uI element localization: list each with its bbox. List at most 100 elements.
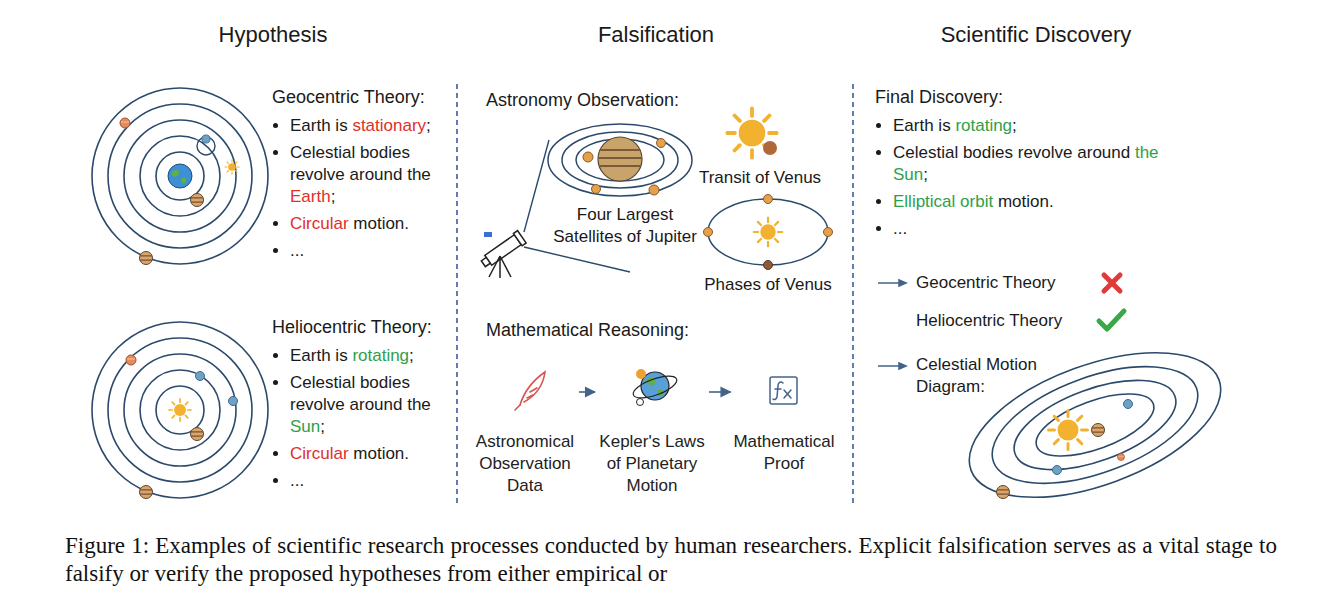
jupiter-satellites bbox=[583, 152, 593, 162]
column-header: Hypothesis bbox=[219, 22, 328, 48]
bullet-item: ... bbox=[290, 470, 452, 492]
formula-icon bbox=[770, 377, 797, 404]
section-heading: Mathematical Reasoning: bbox=[486, 317, 689, 343]
heliocentric-model bbox=[126, 355, 136, 365]
bullet-text: Earth bbox=[290, 187, 331, 206]
celestial-motion-diagram bbox=[1029, 381, 1162, 469]
formula-icon bbox=[770, 377, 797, 404]
theory-verdict: Geocentric Theory bbox=[916, 272, 1056, 294]
flow-arrow bbox=[579, 391, 595, 393]
step-label: Kepler's Laws of Planetary Motion bbox=[597, 431, 707, 497]
figure-label: Four Largest Satellites of Jupiter bbox=[540, 204, 710, 248]
bullet-item: Earth is stationary; bbox=[290, 115, 452, 137]
bullet-text: Earth is bbox=[290, 116, 348, 135]
telescope bbox=[479, 231, 526, 270]
celestial-motion-diagram bbox=[950, 323, 1239, 526]
figure-label: Transit of Venus bbox=[699, 167, 821, 189]
quill-icon bbox=[515, 372, 545, 410]
bullet-text: ; bbox=[1012, 116, 1017, 135]
theory-block: Final Discovery: Earth is rotating;Celest… bbox=[875, 86, 1175, 240]
transit-of-venus bbox=[727, 108, 777, 157]
bullet-item: Earth is rotating; bbox=[290, 345, 452, 367]
globe-icon bbox=[637, 399, 644, 406]
theory-heading: Geocentric Theory: bbox=[272, 86, 452, 108]
telescope bbox=[524, 247, 630, 272]
bullet-text: ... bbox=[893, 219, 907, 238]
pointer-arrow bbox=[899, 363, 906, 369]
bullet-text: Earth is bbox=[893, 116, 951, 135]
quill-icon bbox=[520, 372, 545, 405]
jupiter-satellites bbox=[598, 150, 642, 166]
theory-verdict: Heliocentric Theory bbox=[916, 310, 1062, 332]
telescope bbox=[513, 231, 526, 246]
section-heading: Astronomy Observation: bbox=[486, 87, 679, 113]
bullet-text: ; bbox=[923, 165, 928, 184]
celestial-motion-diagram bbox=[1049, 411, 1088, 450]
wrong-mark bbox=[1104, 275, 1120, 291]
bullet-text: ; bbox=[426, 116, 431, 135]
geocentric-model bbox=[140, 252, 153, 265]
bullet-text: ; bbox=[409, 346, 414, 365]
bullet-text: Celestial bodies revolve around the bbox=[290, 143, 431, 184]
geocentric-model bbox=[168, 164, 192, 188]
geocentric-model bbox=[92, 88, 268, 265]
jupiter-satellites bbox=[548, 124, 692, 196]
theory-heading: Final Discovery: bbox=[875, 86, 1175, 108]
celestial-motion-diagram bbox=[950, 323, 1239, 526]
column-header: Falsification bbox=[598, 22, 714, 48]
bullet-text: motion. bbox=[998, 192, 1054, 211]
heliocentric-model bbox=[229, 397, 238, 406]
column-divider bbox=[852, 84, 854, 505]
column-divider bbox=[457, 84, 853, 505]
phases-of-venus bbox=[764, 261, 773, 270]
geocentric-model bbox=[202, 135, 210, 143]
bullet-text: motion. bbox=[353, 444, 409, 463]
jupiter-satellites bbox=[562, 132, 678, 188]
reasoning-step: Kepler's Laws of Planetary Motion bbox=[597, 365, 707, 497]
heliocentric-model bbox=[191, 428, 204, 441]
heliocentric-model bbox=[140, 486, 153, 499]
celestial-motion-diagram bbox=[1124, 400, 1133, 409]
bullet-text: Celestial bodies revolve around the bbox=[290, 373, 431, 414]
step-label: Astronomical Observation Data bbox=[473, 431, 577, 497]
celestial-motion-diagram bbox=[1118, 454, 1125, 461]
jupiter-satellites bbox=[598, 137, 642, 181]
bullet-text: motion. bbox=[353, 214, 409, 233]
globe-icon bbox=[636, 369, 646, 379]
celestial-motion-diagram bbox=[1092, 424, 1105, 437]
wrong-mark bbox=[1104, 275, 1120, 291]
bullet-text: stationary bbox=[352, 116, 426, 135]
telescope bbox=[481, 257, 490, 266]
celestial-motion-diagram bbox=[997, 486, 1010, 499]
jupiter-satellites bbox=[548, 124, 692, 196]
jupiter-satellites bbox=[548, 124, 692, 196]
quill-icon bbox=[515, 388, 537, 410]
bullet-list: Earth is rotating;Celestial bodies revol… bbox=[875, 115, 1175, 240]
heliocentric-model bbox=[92, 322, 268, 498]
bullet-text: rotating bbox=[352, 346, 409, 365]
transit-of-venus bbox=[763, 141, 777, 155]
phases-of-venus bbox=[704, 228, 713, 237]
theory-block: Heliocentric Theory:Earth is rotating;Ce… bbox=[272, 316, 452, 492]
bullet-list: Earth is stationary; Celestial bodies rev… bbox=[272, 115, 452, 262]
reasoning-step: Mathematical Proof bbox=[733, 365, 836, 475]
heliocentric-model bbox=[196, 372, 205, 381]
celestial-motion-diagram bbox=[1053, 466, 1062, 475]
phases-of-venus bbox=[764, 195, 773, 204]
bullet-text: ... bbox=[290, 241, 304, 260]
bullet-text: ; bbox=[320, 417, 325, 436]
bullet-text: ... bbox=[290, 471, 304, 490]
globe-icon bbox=[631, 369, 680, 406]
pointer-arrow bbox=[899, 280, 906, 286]
bullet-item: Earth is rotating; bbox=[893, 115, 1175, 137]
telescope bbox=[489, 256, 511, 278]
geocentric-model bbox=[92, 88, 268, 264]
bullet-item: Circular motion. bbox=[290, 213, 452, 235]
jupiter-satellites bbox=[657, 139, 666, 148]
theory-block: Geocentric Theory: Earth is stationary; Ce… bbox=[272, 86, 452, 262]
column-header: Scientific Discovery bbox=[941, 22, 1132, 48]
geocentric-model bbox=[225, 160, 239, 174]
